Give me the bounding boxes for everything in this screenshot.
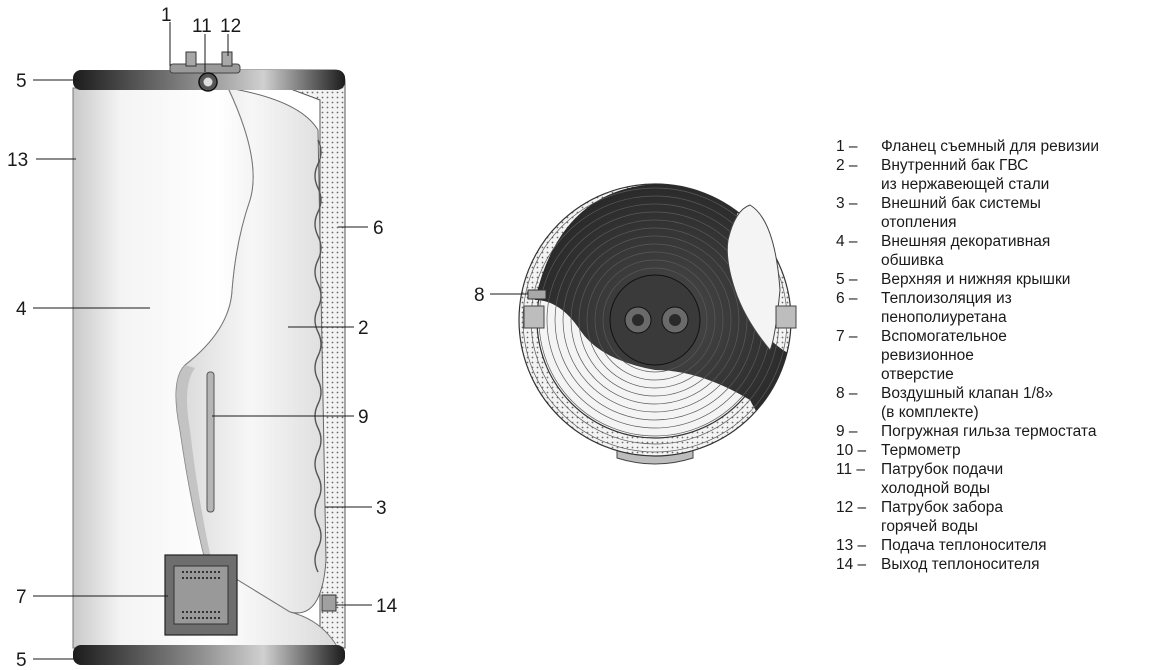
legend-number: 6 –	[836, 290, 858, 307]
legend-number: 1 –	[836, 138, 858, 155]
callout-5-bottom: 5	[16, 650, 27, 670]
callout-3: 3	[376, 498, 387, 519]
legend-number: 12 –	[836, 499, 867, 516]
legend-item: 1 – Фланец съемный для ревизии	[836, 137, 1099, 156]
legend-text: Фланец съемный для ревизии	[881, 138, 1100, 155]
cold-water-pipe	[185, 51, 197, 67]
air-valve	[527, 289, 547, 300]
legend-text: Термометр	[881, 442, 961, 459]
legend-text: Теплоизоляция из	[881, 290, 1012, 307]
legend-text-continued: обшивка	[881, 252, 944, 269]
legend-number: 5 –	[836, 271, 858, 288]
legend-text: Выход теплоносителя	[881, 556, 1040, 573]
hot-water-pipe	[221, 51, 233, 67]
legend-number: 10 –	[836, 442, 867, 459]
legend-number: 2 –	[836, 157, 858, 174]
legend-number: 11 –	[836, 461, 866, 478]
callout-2: 2	[358, 318, 369, 339]
callout-14: 14	[376, 596, 398, 617]
legend-text-continued: (в комплекте)	[881, 404, 979, 421]
legend-item: 2 – Внутренний бак ГВС из нержавеющей стал…	[836, 156, 1099, 194]
callout-13: 13	[7, 150, 28, 171]
legend-text: Погружная гильза термостата	[881, 423, 1097, 440]
inspection-hatch	[164, 554, 238, 636]
callout-4: 4	[16, 299, 27, 320]
callout-6: 6	[373, 218, 384, 239]
legend-item: 11 – Патрубок подачи холодной воды	[836, 460, 1099, 498]
legend-item: 6 – Теплоизоляция из пенополиуретана	[836, 289, 1099, 327]
legend-number: 9 –	[836, 423, 858, 440]
legend-text: Патрубок забора	[881, 499, 1003, 516]
legend-text-continued: отопления	[881, 214, 957, 231]
legend-item: 8 – Воздушный клапан 1/8» (в комплекте)	[836, 384, 1099, 422]
legend-number: 4 –	[836, 233, 858, 250]
legend-text-continued: пенополиуретана	[881, 309, 1007, 326]
legend-item: 12 – Патрубок забора горячей воды	[836, 498, 1099, 536]
legend-text: Внутренний бак ГВС	[881, 157, 1029, 174]
callout-7: 7	[16, 587, 27, 608]
side-tab-right	[775, 305, 797, 329]
legend-text: Воздушный клапан 1/8»	[881, 385, 1054, 402]
side-view	[33, 22, 372, 665]
casing-edge	[176, 365, 212, 563]
tank-wall	[314, 139, 322, 573]
legend-text: Вспомогательное	[881, 328, 1007, 345]
legend-text: Внешний бак системы	[881, 195, 1041, 212]
legend-text-continued: отверстие	[881, 366, 954, 383]
callout-5-top: 5	[16, 71, 27, 92]
callout-1: 1	[161, 5, 172, 26]
legend-text: Патрубок подачи	[881, 461, 1004, 478]
legend-text: Внешняя декоративная	[881, 233, 1051, 250]
legend-item: 10 – Термометр	[836, 441, 1099, 460]
callout-9: 9	[358, 407, 369, 428]
legend-item: 3 – Внешний бак системы отопления	[836, 194, 1099, 232]
side-tab-left	[523, 305, 545, 329]
legend-number: 7 –	[836, 328, 858, 345]
bottom-cover	[73, 645, 345, 665]
central-hub	[609, 274, 701, 366]
legend-item: 4 – Внешняя декоративная обшивка	[836, 232, 1099, 270]
legend-number: 8 –	[836, 385, 858, 402]
legend-text-continued: ревизионное	[881, 347, 974, 364]
legend-text: Подача теплоносителя	[881, 537, 1047, 554]
top-view	[490, 183, 797, 465]
thermostat-well	[206, 371, 215, 513]
legend-number: 13 –	[836, 537, 867, 554]
legend-text-continued: из нержавеющей стали	[881, 176, 1050, 193]
legend-number: 3 –	[836, 195, 858, 212]
callout-11: 11	[192, 16, 212, 37]
callout-12: 12	[220, 16, 241, 37]
legend-number: 14 –	[836, 556, 867, 573]
legend-item: 9 – Погружная гильза термостата	[836, 422, 1099, 441]
callout-8: 8	[474, 285, 485, 306]
legend-text-continued: холодной воды	[881, 480, 991, 497]
legend-text: Верхняя и нижняя крышки	[881, 271, 1071, 288]
legend-item: 14 – Выход теплоносителя	[836, 555, 1099, 574]
legend-text-continued: горячей воды	[881, 518, 978, 535]
legend-list: 1 – Фланец съемный для ревизии 2 – Внутренн…	[836, 137, 1099, 574]
legend-item: 13 – Подача теплоносителя	[836, 536, 1099, 555]
outlet-fitting	[321, 594, 337, 612]
legend-item: 7 – Вспомогательное ревизионное отверстие	[836, 327, 1099, 384]
legend-item: 5 – Верхняя и нижняя крышки	[836, 270, 1099, 289]
